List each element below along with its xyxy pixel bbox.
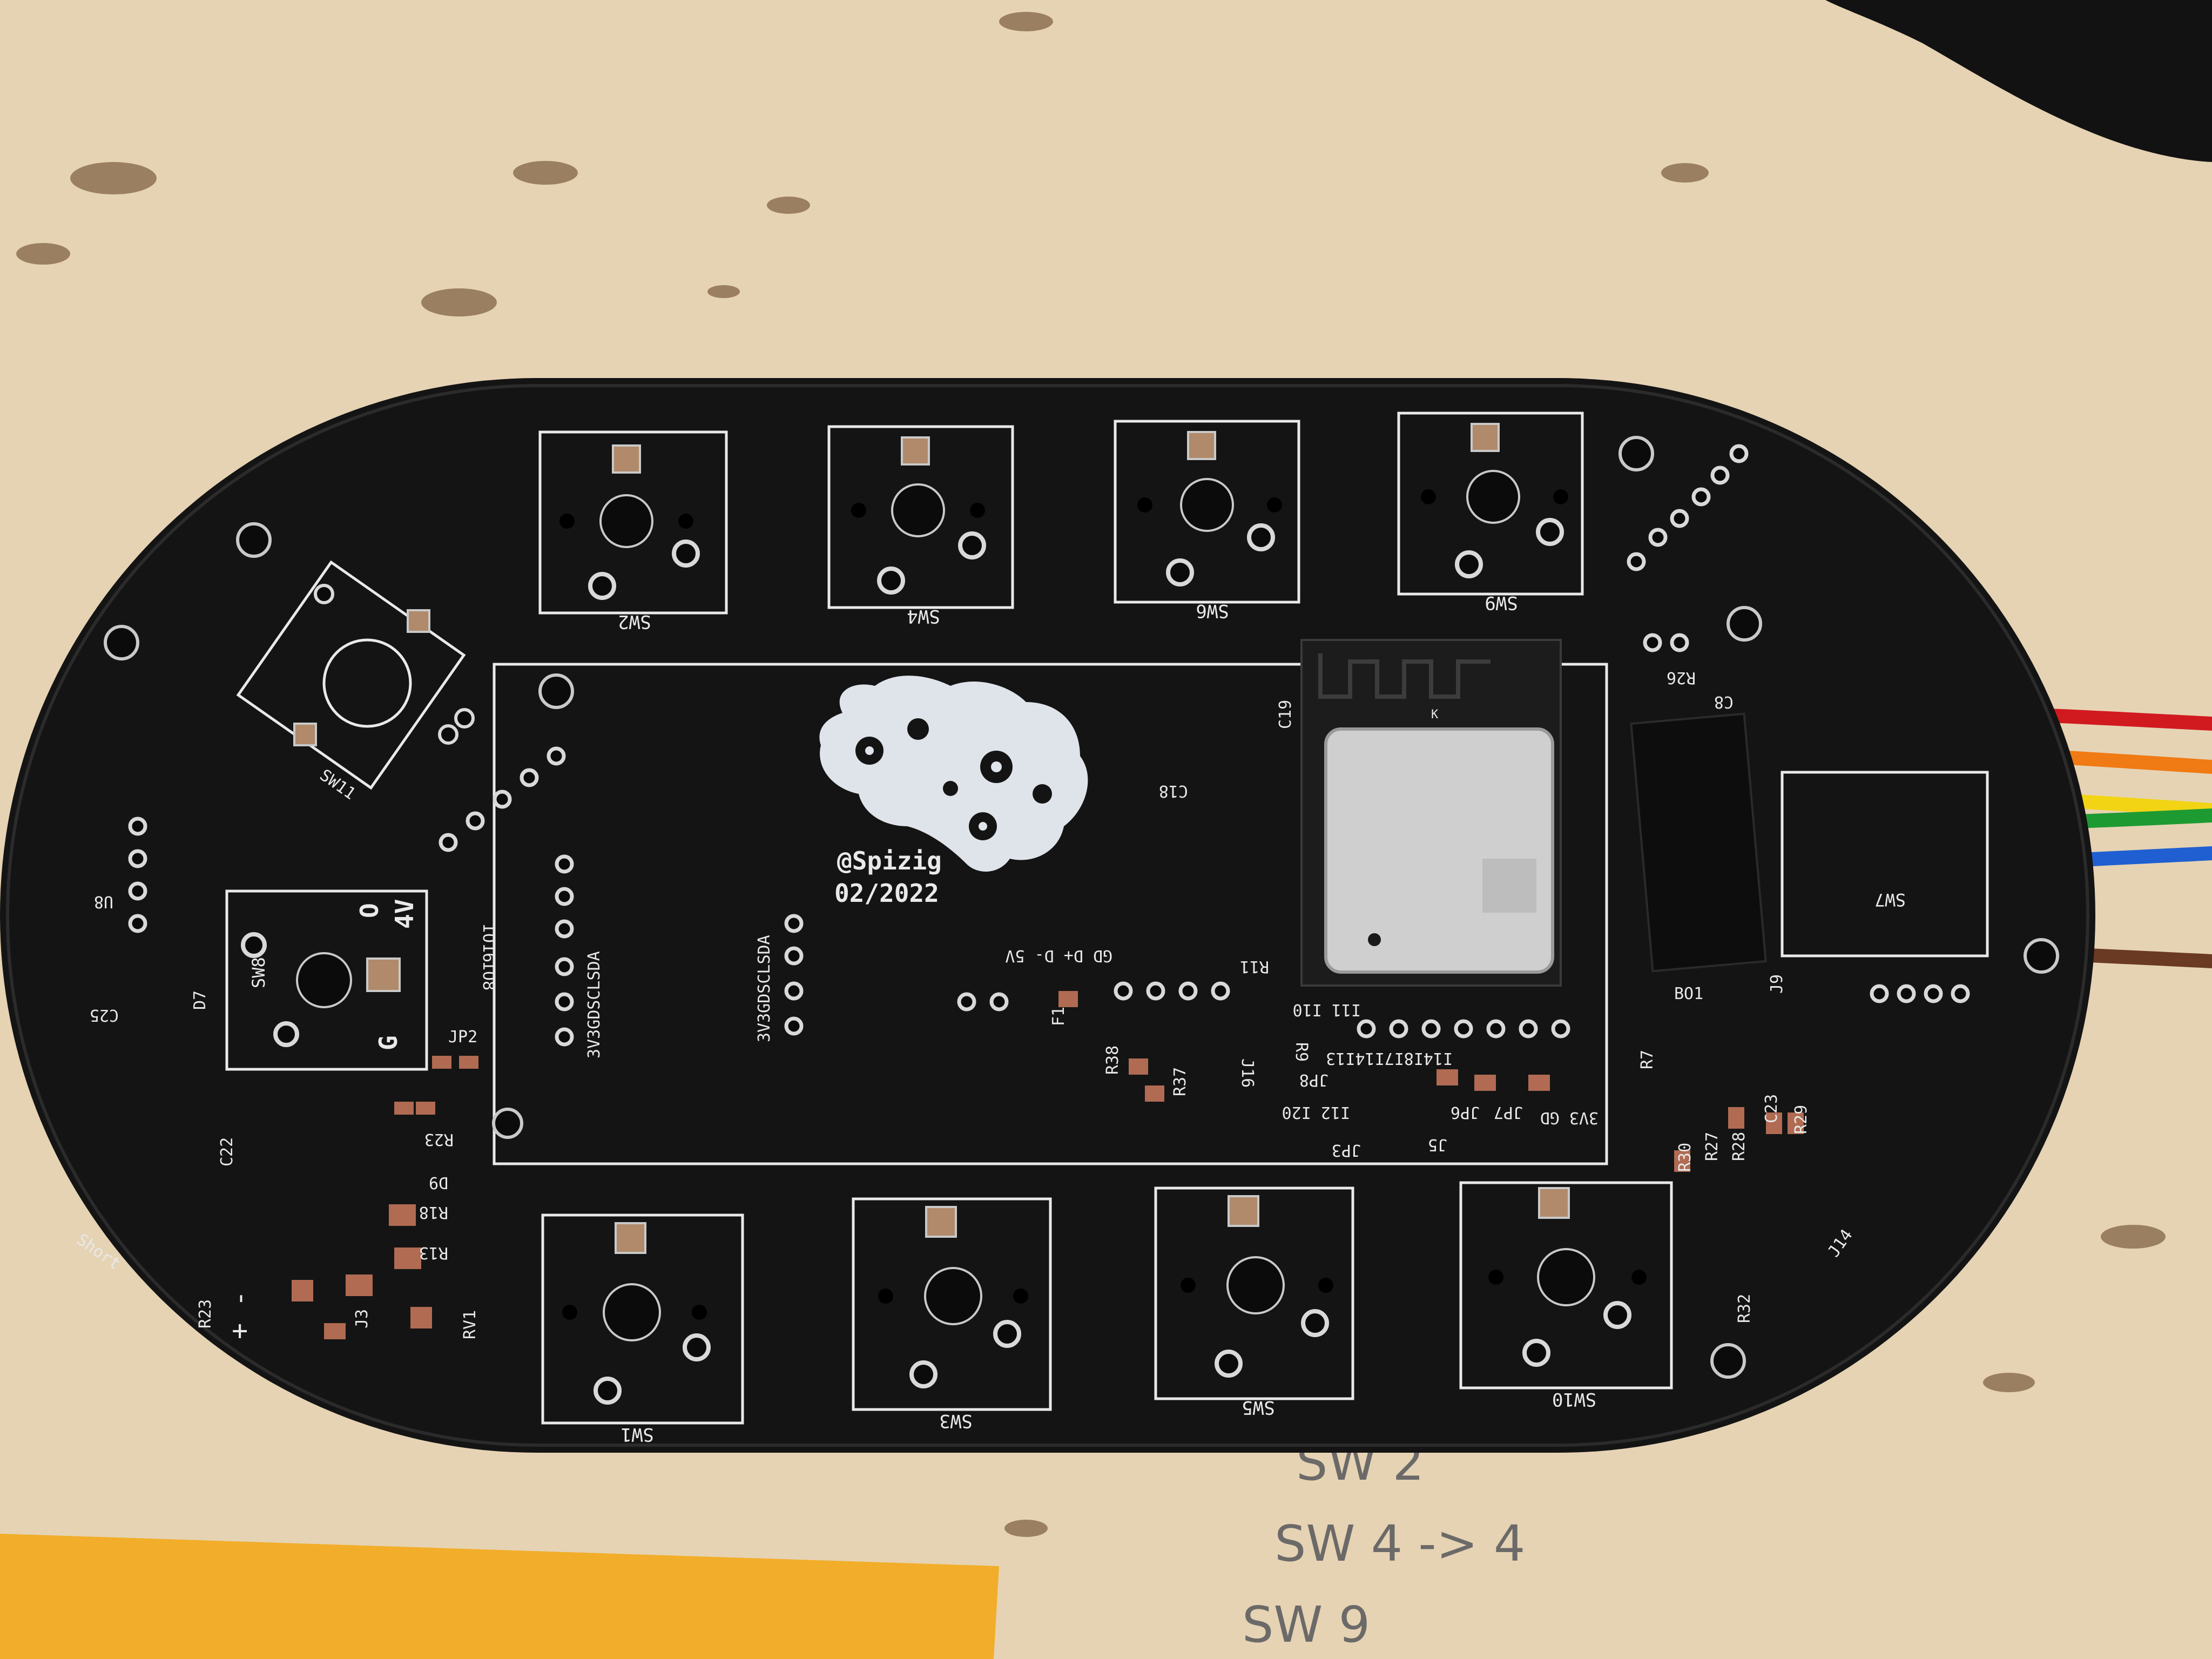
label-jp-row: 3V3 GD [1540,1108,1599,1127]
switch-sw2: SW2 [538,430,728,632]
switch-sw9: SW9 [1397,412,1584,613]
module-outline [493,663,1608,1165]
label-usb: GD D+ D- 5V [1005,946,1112,965]
label-r23: R23 [196,1299,215,1328]
label-plus-minus: + - [224,1291,255,1339]
label-c23: C23 [1762,1094,1781,1123]
label-r26: R26 [1667,668,1696,687]
module-shield [1324,727,1554,974]
label-r27: R27 [1703,1132,1722,1161]
label-j9: J9 [1768,974,1786,994]
label-pins-row1: I11 I10 [1293,1000,1361,1019]
label-sw3: SW3 [939,1410,972,1432]
label-c18: C18 [1159,781,1188,800]
label-r11: R11 [1240,957,1269,976]
label-sw2: SW2 [618,611,651,632]
label-d7: D7 [191,990,210,1010]
label-r37: R37 [1171,1067,1190,1096]
label-module-k: K [1431,708,1439,721]
label-pot-g: G [374,1035,403,1050]
label-header-left: 3V3GDSCLSDA [585,951,604,1058]
switch-sw3: SW3 [852,1197,1052,1432]
label-author: @Spizig [837,846,942,875]
label-pins-row3: I12 I20 [1282,1103,1350,1122]
label-sw9: SW9 [1485,592,1518,613]
switch-sw6: SW6 [1114,420,1300,622]
label-u8: U8 [94,892,113,911]
pin-header-connector [1630,712,1767,973]
label-r9: R9 [1292,1042,1311,1062]
label-jp2: JP2 [448,1028,477,1047]
brain-gears-logo [819,676,1088,872]
label-r13: R13 [419,1243,448,1262]
switch-sw8: SW8 O 4V G [225,889,428,1071]
label-c19: C19 [1276,700,1295,729]
label-sw5: SW5 [1242,1397,1274,1418]
dark-cloth [1825,0,2212,162]
label-io16: IO16 [479,923,498,962]
switch-sw5: SW5 [1154,1186,1354,1418]
switch-sw7: SW7 [1781,771,1989,957]
label-jp3: JP3 [1332,1141,1361,1159]
label-sw8: SW8 [248,957,269,988]
label-io8: IO8 [479,961,498,990]
label-r28: R28 [1730,1132,1749,1161]
label-header-left2: 3V3GDSCLSDA [755,935,774,1042]
label-bo1: BO1 [1674,984,1703,1003]
label-r7: R7 [1638,1050,1657,1069]
label-pot-4v: 4V [390,899,419,929]
label-date: 02/2022 [834,879,939,908]
label-r29: R29 [1792,1105,1811,1134]
label-f1: F1 [1049,1007,1068,1026]
label-jp8: JP8 [1299,1070,1328,1089]
label-jp7: JP7 [1494,1103,1523,1122]
label-c8: C8 [1714,692,1734,711]
label-j5: J5 [1428,1135,1447,1154]
label-sw7: SW7 [1874,889,1906,910]
label-sw4: SW4 [907,605,940,627]
switch-sw1: SW1 [541,1213,744,1445]
smd-pads [292,991,1804,1339]
label-sw1: SW1 [621,1424,653,1445]
pencil-note-sw9: SW 9 [1242,1596,1370,1654]
orange-paper [0,1534,999,1659]
through-hole-pins [128,444,1970,1047]
label-j16: J16 [1238,1058,1257,1088]
mounting-holes [104,436,2059,1379]
label-r30: R30 [1676,1143,1695,1172]
pcb-edge-highlight [6,384,2089,1447]
label-pot-o: O [355,903,384,918]
switch-sw10: SW10 [1459,1181,1673,1410]
label-jp6: JP6 [1451,1103,1480,1122]
pencil-note-sw4: SW 4 -> 4 [1274,1515,1525,1573]
label-sw6: SW6 [1196,600,1229,622]
label-c22: C22 [218,1137,237,1166]
label-r22: R23 [424,1130,454,1149]
label-r18: R18 [419,1203,448,1222]
switch-sw4: SW4 [827,425,1014,627]
label-r32: R32 [1735,1294,1754,1323]
esp-module: K [1300,639,1562,987]
label-rv1: RV1 [461,1310,480,1339]
label-d9: D9 [429,1173,448,1192]
label-r38: R38 [1103,1046,1122,1075]
label-c25: C25 [90,1006,119,1024]
label-j3: J3 [353,1309,372,1328]
burn-marks [16,12,2166,1537]
label-sw10: SW10 [1552,1388,1596,1410]
label-pins-row2: I14I8I7I14I13 [1326,1049,1453,1068]
